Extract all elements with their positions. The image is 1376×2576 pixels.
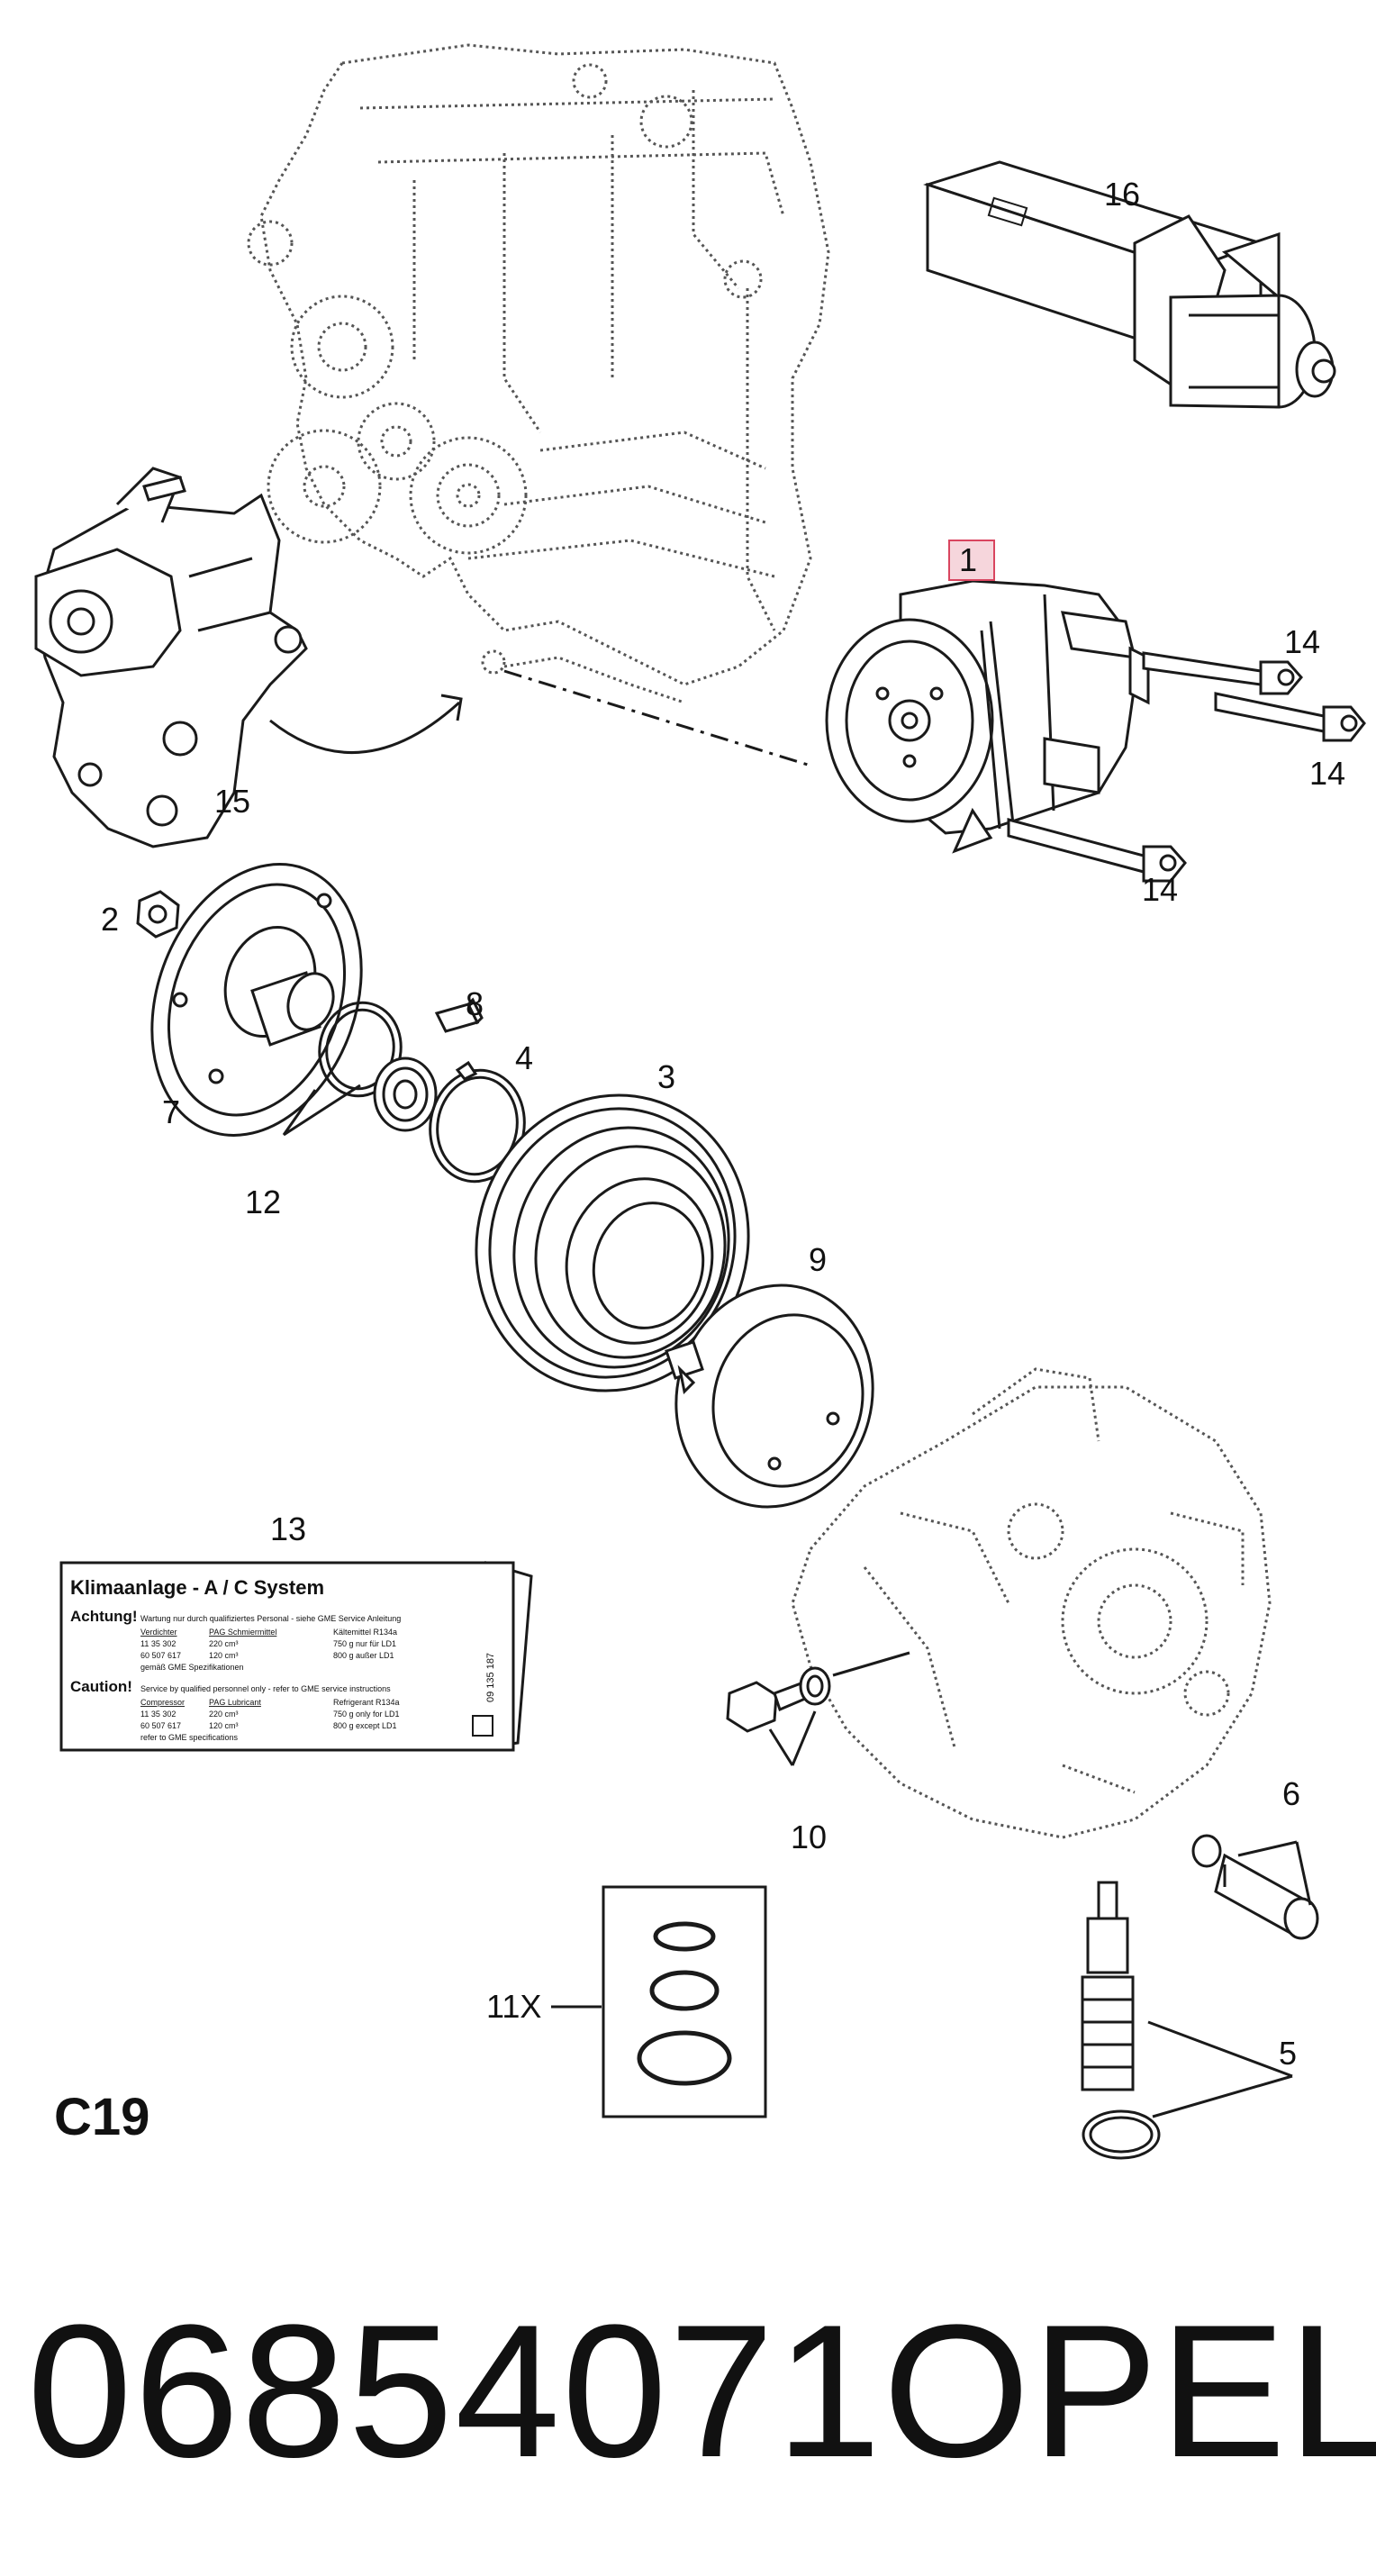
label-row5-c1: 60 507 617: [140, 1721, 181, 1730]
callout-11x: 11X: [486, 1988, 541, 2025]
clutch-hub-7: [150, 863, 363, 1137]
service-valve-5: [1081, 1881, 1161, 2160]
pulley-3: [475, 1093, 750, 1392]
label-col2-head-en: PAG Lubricant: [209, 1698, 261, 1707]
section-code: C19: [54, 2088, 149, 2146]
callout-2: 2: [101, 901, 119, 938]
label-row1-c2: 220 cm³: [209, 1639, 239, 1648]
plug-bolt-10: [726, 1666, 831, 1733]
callout-4: 4: [515, 1039, 533, 1076]
bolt-14-upper: [1142, 651, 1303, 695]
leader-6: [1237, 1840, 1312, 1906]
callout-14-middle: 14: [1309, 755, 1345, 792]
label-achtung-text: Wartung nur durch qualifiziertes Persona…: [140, 1614, 401, 1623]
label-col2-head: PAG Schmiermittel: [209, 1628, 276, 1637]
callout-16: 16: [1104, 176, 1140, 213]
label-row2-c1: 60 507 617: [140, 1651, 181, 1660]
o-ring-kit-11x: [602, 1885, 767, 2118]
leader-5: [1147, 2020, 1293, 2118]
label-col1-head-en: Compressor: [140, 1698, 185, 1707]
part-number: 06854071: [27, 2285, 883, 2497]
field-coil-9: [665, 1283, 874, 1509]
label-caution-text: Service by qualified personnel only - re…: [140, 1684, 391, 1693]
nut-2: [136, 890, 180, 939]
callout-12: 12: [245, 1184, 281, 1220]
callout-8: 8: [466, 985, 484, 1022]
compressor-rear-illustration: [791, 1367, 1272, 1839]
bearing-seal-12b: [373, 1057, 438, 1132]
label-row3: gemäß GME Spezifikationen: [140, 1663, 244, 1672]
label-col3-head-en: Refrigerant R134a: [333, 1698, 400, 1707]
label-row2-c2: 120 cm³: [209, 1651, 239, 1660]
callout-7: 7: [162, 1093, 180, 1130]
label-gm-logo-icon: [472, 1715, 493, 1737]
pressure-switch-6: [1191, 1834, 1319, 1940]
leader-10: [832, 1651, 910, 1677]
footer-line: 06854071 OPEL: [27, 2285, 1376, 2497]
callout-5: 5: [1279, 2035, 1297, 2072]
label-row6: refer to GME specifications: [140, 1733, 239, 1742]
callout-10: 10: [791, 1819, 827, 1855]
snap-ring-4: [429, 1060, 526, 1184]
callout-1: 1: [959, 541, 977, 578]
key-8: [434, 997, 484, 1033]
bolt-14-middle: [1214, 692, 1366, 742]
callout-13: 13: [270, 1510, 306, 1547]
label-caution-heading: Caution!: [70, 1678, 132, 1695]
arrow-head: [440, 694, 463, 721]
label-achtung-heading: Achtung!: [70, 1608, 138, 1625]
label-row4-c1: 11 35 302: [140, 1710, 176, 1719]
engine-block-illustration: [247, 43, 830, 704]
label-title: Klimaanlage - A / C System: [70, 1576, 324, 1599]
mounting-arrow: [269, 701, 461, 755]
warning-label-13: Klimaanlage - A / C System Achtung! Wart…: [59, 1560, 533, 1752]
label-row2-c3: 800 g außer LD1: [333, 1651, 394, 1660]
callout-6: 6: [1282, 1775, 1300, 1812]
label-side-number: 09 135 187: [485, 1653, 496, 1702]
label-col3-head: Kältemittel R134a: [333, 1628, 397, 1637]
callout-15: 15: [214, 783, 250, 820]
callout-3: 3: [657, 1058, 675, 1095]
ac-compressor-illustration: [825, 579, 1150, 854]
callout-14-upper: 14: [1284, 623, 1320, 660]
label-row5-c2: 120 cm³: [209, 1721, 239, 1730]
callout-9: 9: [809, 1241, 827, 1278]
label-row4-c3: 750 g only for LD1: [333, 1710, 400, 1719]
leader-10-split: [768, 1710, 817, 1766]
receiver-drier-illustration: [923, 160, 1336, 409]
label-row4-c2: 220 cm³: [209, 1710, 239, 1719]
label-col1-head: Verdichter: [140, 1628, 177, 1637]
callout-14-lower: 14: [1142, 871, 1178, 908]
assembly-line: [503, 669, 811, 767]
label-row5-c3: 800 g except LD1: [333, 1721, 397, 1730]
brand-name: OPEL: [883, 2285, 1376, 2497]
label-row1-c3: 750 g nur für LD1: [333, 1639, 396, 1648]
bolt-14-lower: [1007, 818, 1187, 883]
leader-12: [282, 1084, 361, 1137]
pump-bracket-illustration: [34, 467, 308, 848]
label-row1-c1: 11 35 302: [140, 1639, 176, 1648]
callout-1-highlight: [948, 540, 995, 581]
